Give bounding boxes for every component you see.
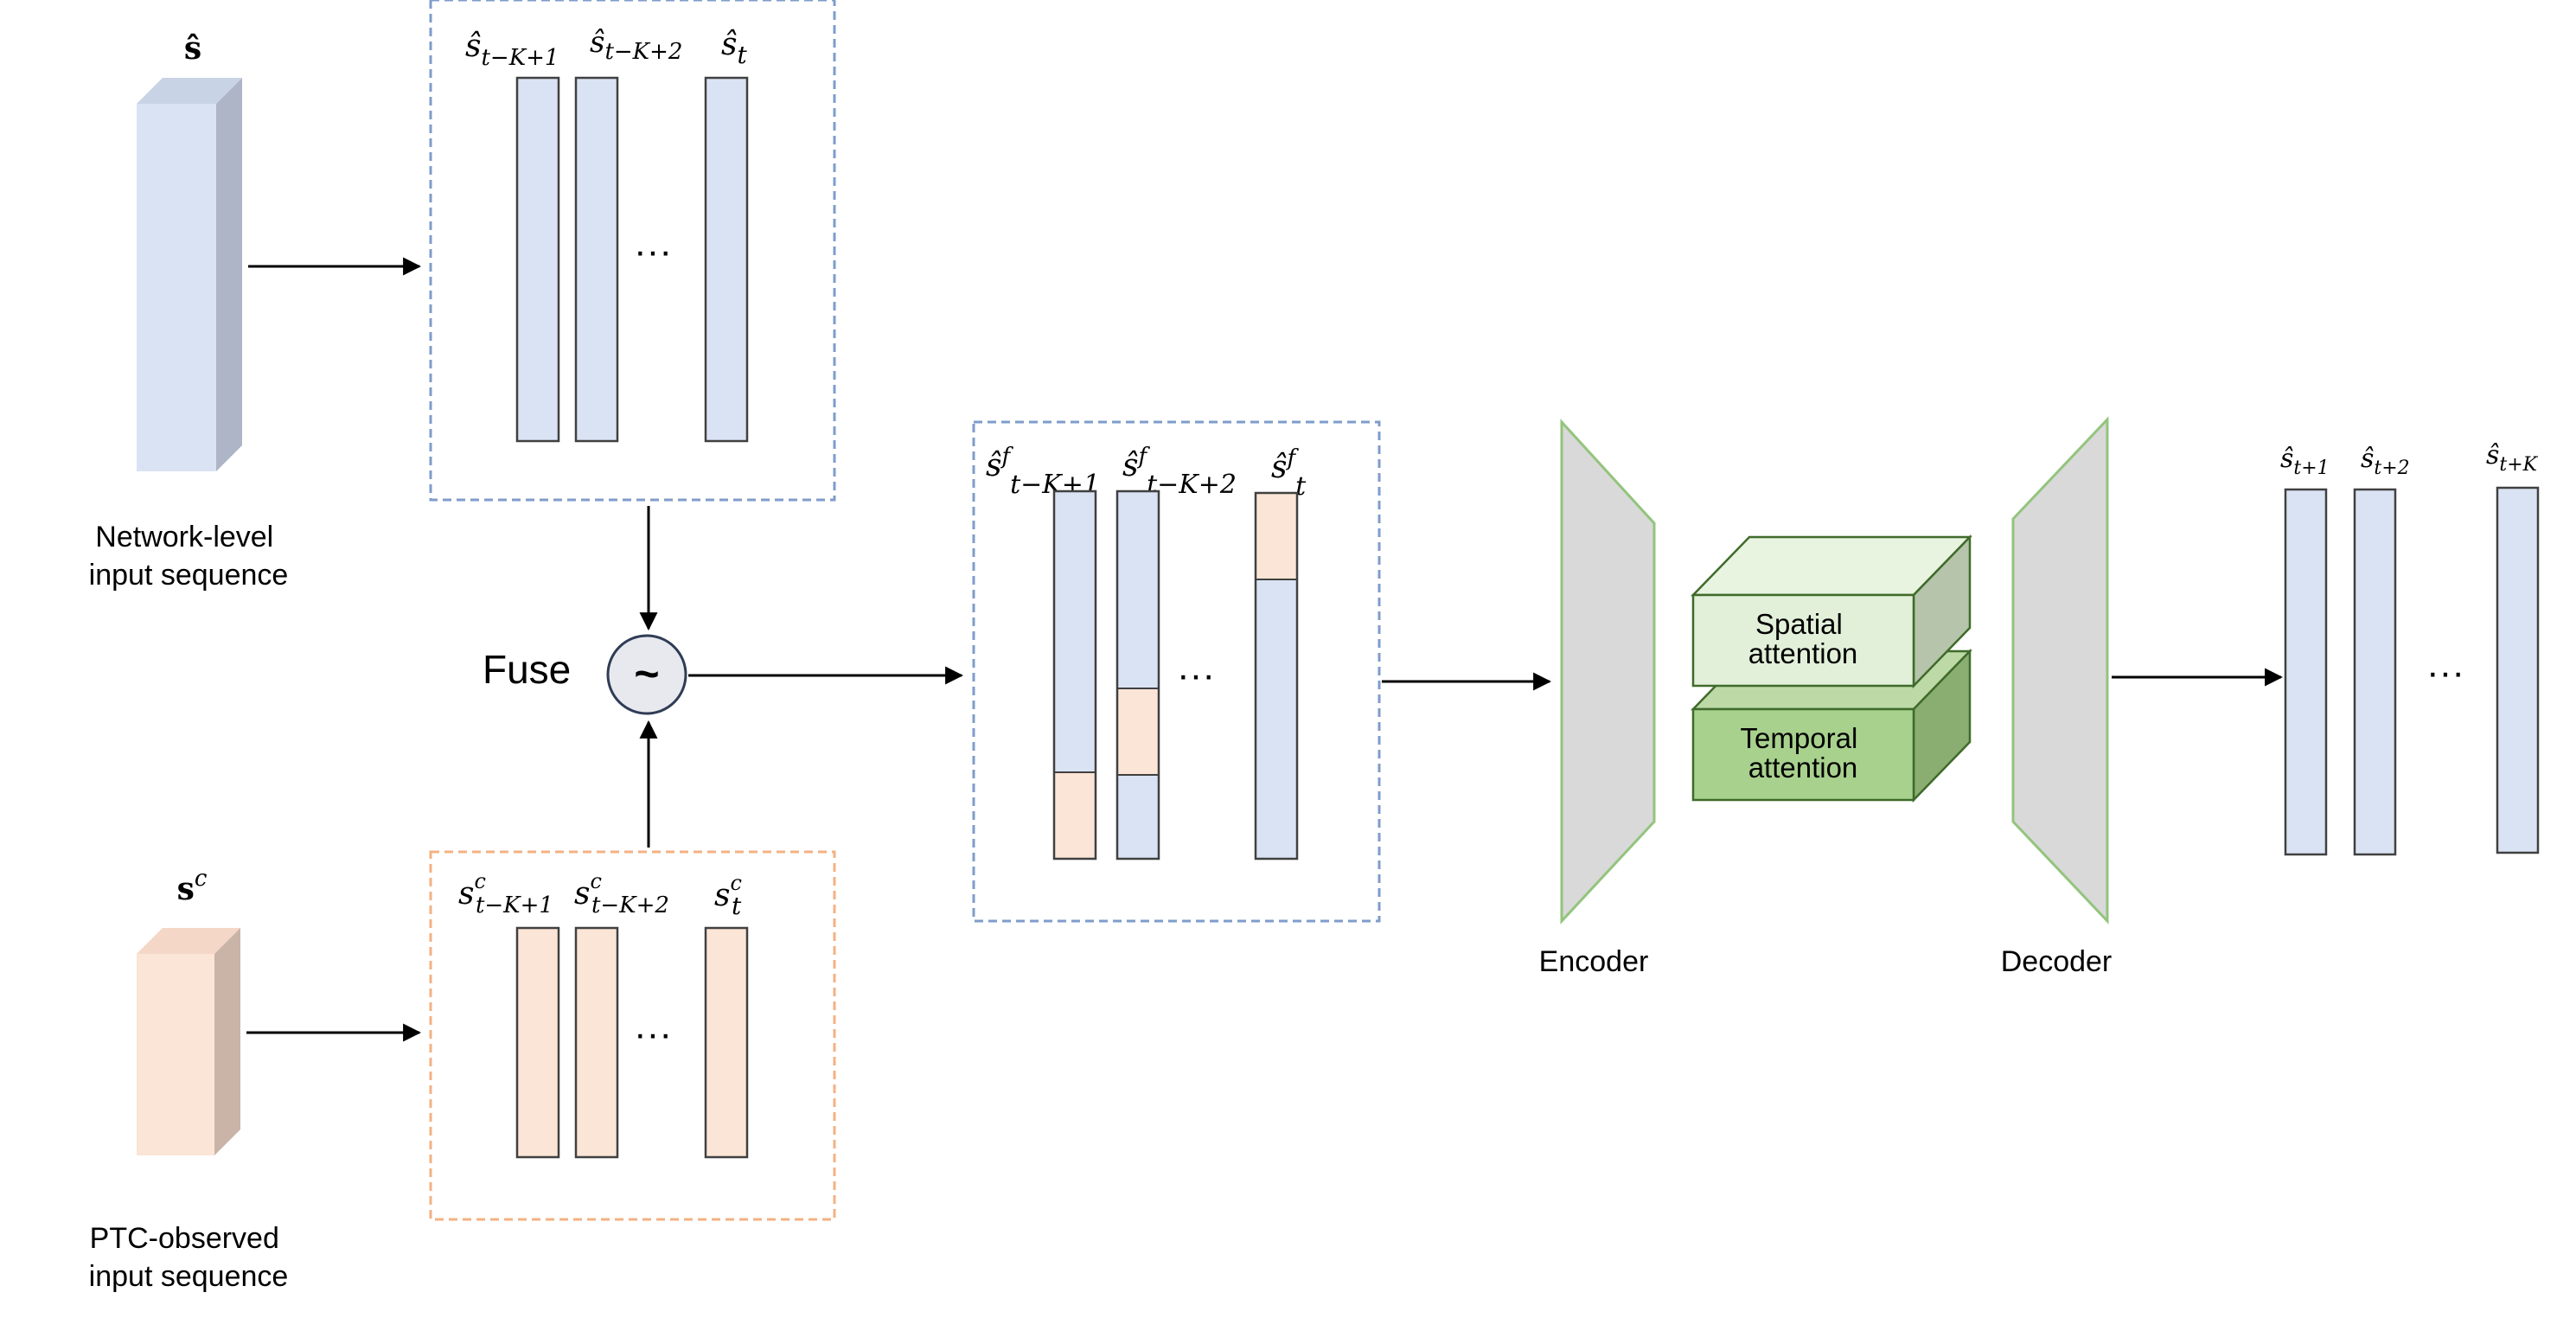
ellipsis-network: ··· [634,230,672,272]
fused-bar-3 [1254,491,1299,861]
label-s-hat-t: ŝt [721,27,747,69]
network-bar-3 [704,76,749,443]
ptc-window-box [429,850,836,1221]
output-bar-3 [2496,486,2540,854]
fuse-tilde: ~ [634,649,659,698]
ptc-bar-2 [574,926,619,1159]
fused-bar-1 [1052,489,1097,861]
label-s-hat-tK: ŝt+K [2486,440,2539,476]
label-s-hat-t2: ŝt+2 [2361,444,2410,479]
network-window-box [429,0,836,502]
ellipsis-ptc: ··· [634,1013,672,1055]
network-input-cuboid [137,78,242,471]
fused-window-box [972,420,1381,923]
encoder-shape [1560,419,1656,925]
network-bar-1 [515,76,560,443]
label-s-hat-t-K2: ŝt−K+2 [590,25,682,65]
ptc-input-cuboid [137,928,240,1155]
s-hat-label: ŝ [184,30,201,67]
spatial-attention-label: Spatial attention [1748,608,1858,669]
s-c-label: sc [177,866,208,907]
ellipsis-output: ··· [2426,651,2464,694]
output-bar-2 [2353,488,2397,856]
ptc-bar-1 [515,926,560,1159]
ellipsis-fused: ··· [1177,654,1215,696]
label-s-hat-t-K1: ŝt−K+1 [465,29,559,71]
encoder-label: Encoder [1539,945,1649,978]
label-s-hat-t1: ŝt+1 [2280,444,2330,479]
spatial-attention-block: Spatial attention [1691,534,1972,689]
temporal-attention-label: Temporal attention [1741,722,1866,784]
fused-bar-2 [1115,489,1160,861]
decoder-shape [2011,416,2109,925]
decoder-label: Decoder [2001,945,2113,978]
fuse-operator [606,634,687,715]
output-bar-1 [2284,488,2328,856]
fuse-label: Fuse [483,647,571,692]
ptc-bar-3 [704,926,749,1159]
network-bar-2 [574,76,619,443]
network-input-label: Network-level input sequence [89,521,289,592]
label-s-hat-f-t: ŝft [1271,445,1307,502]
ptc-input-label: PTC-observed input sequence [89,1222,289,1293]
